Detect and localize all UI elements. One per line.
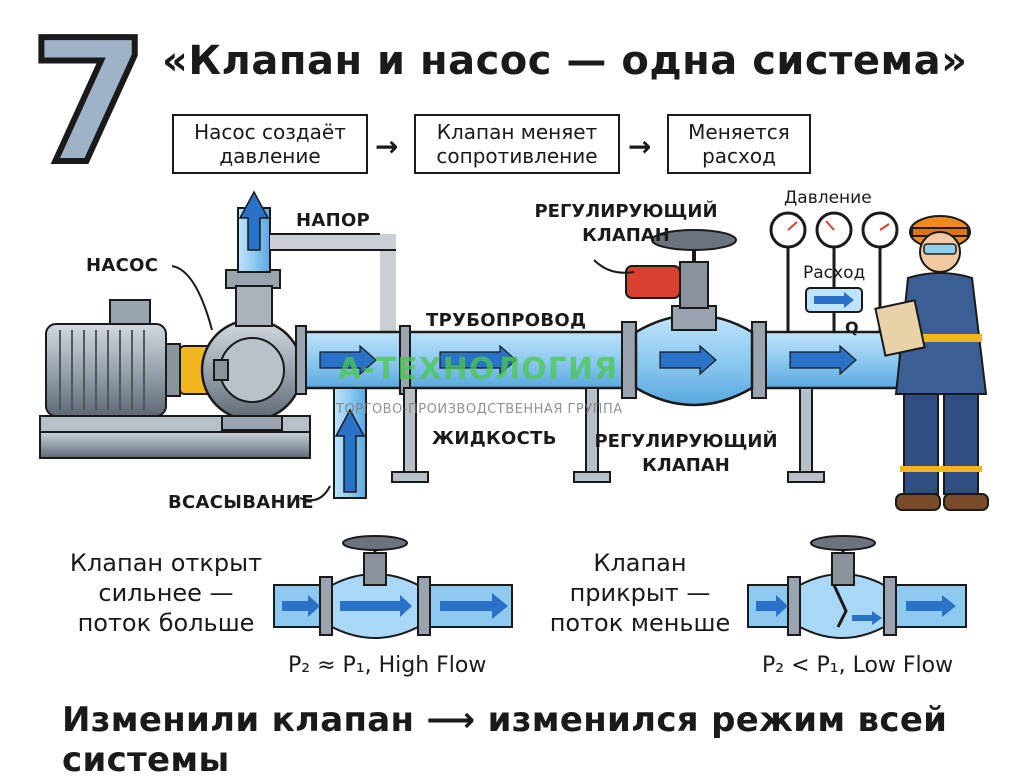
suction-pipe	[333, 387, 367, 499]
discharge-pipe	[237, 190, 271, 273]
label-flow: Расход	[803, 263, 866, 283]
flow-arrow	[319, 344, 377, 376]
flow-arrow	[439, 344, 517, 376]
step-arrow-2: →	[628, 130, 652, 163]
watermark-logo: А-ТЕХНОЛОГИЯ	[338, 352, 619, 387]
label-suction: ВСАСЫВАНИЕ	[168, 492, 314, 513]
engineer-figure	[874, 215, 989, 511]
label-head: НАПОР	[296, 210, 371, 231]
step-text: Насос создаёт давление	[194, 120, 346, 168]
watermark-subtitle: ТОРГОВО-ПРОИЗВОДСТВЕННАЯ ГРУППА	[336, 402, 623, 417]
clipboard	[874, 299, 926, 357]
closed-valve-formula: P₂ < P₁, Low Flow	[762, 653, 954, 678]
label-pipeline: ТРУБОПРОВОД	[426, 310, 587, 331]
open-valve-formula: P₂ ≈ P₁, High Flow	[288, 653, 487, 678]
label-liquid: ЖИДКОСТЬ	[432, 428, 557, 449]
label-q: Q	[845, 318, 859, 337]
discharge-arrow	[238, 190, 270, 251]
page-title: «Клапан и насос — одна система»	[162, 38, 968, 84]
flow-arrow	[789, 344, 857, 376]
open-valve-diagram	[273, 535, 513, 639]
step-text: Клапан меняет сопротивление	[436, 120, 598, 168]
label-control-valve-bottom: РЕГУЛИРУЮЩИЙ КЛАПАН	[594, 431, 778, 476]
centrifugal-pump	[200, 269, 304, 431]
closed-valve-text: Клапан прикрыт — поток меньше	[549, 549, 731, 637]
valve-handwheel	[651, 229, 737, 251]
control-valve	[621, 229, 767, 407]
step-arrow-1: →	[375, 130, 399, 163]
pump-system-diagram	[39, 190, 989, 511]
leader-lines	[171, 259, 635, 502]
conclusion-text: Изменили клапан ⟶ изменился режим всей с…	[62, 700, 948, 780]
step-valve-changes-resistance: Клапан меняет сопротивление	[414, 114, 620, 174]
pressure-gauges	[769, 211, 899, 332]
pipe-supports	[391, 387, 825, 483]
closed-valve-diagram	[747, 535, 967, 639]
step-pump-creates-pressure: Насос создаёт давление	[172, 114, 368, 174]
step-flow-changes: Меняется расход	[667, 114, 811, 174]
step-text: Меняется расход	[688, 120, 790, 168]
valve-actuator	[625, 265, 681, 299]
open-valve-text: Клапан открыт сильнее — поток больше	[69, 549, 263, 637]
section-number: 7	[27, 4, 151, 202]
head-line-pipe	[270, 233, 396, 340]
label-pressure: Давление	[784, 188, 872, 208]
label-control-valve-top: РЕГУЛИРУЮЩИЙ КЛАПАН	[534, 201, 718, 246]
electric-motor	[45, 299, 181, 417]
label-pump: НАСОС	[86, 255, 159, 276]
suction-arrow	[334, 408, 366, 493]
main-pipeline	[295, 325, 902, 395]
